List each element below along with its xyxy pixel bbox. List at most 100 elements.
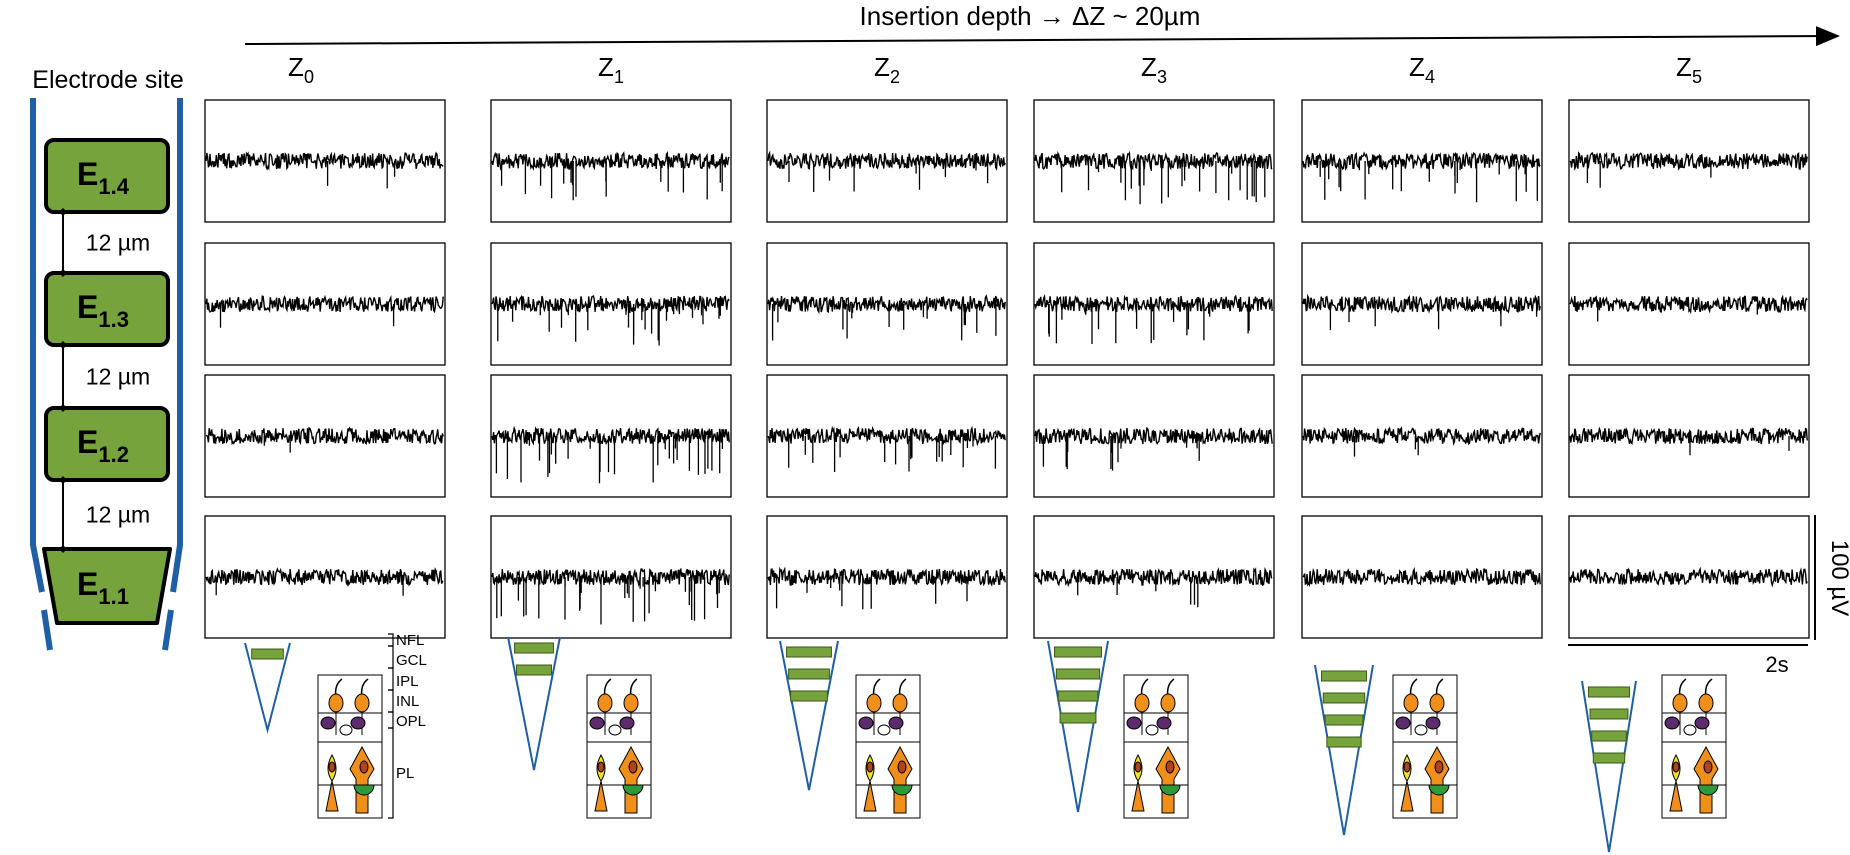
ganglion-cell: [1403, 693, 1419, 713]
trace-grid: [204, 99, 1810, 639]
spike-marks: [496, 577, 720, 625]
spike-marks: [326, 161, 396, 189]
nucleus: [328, 761, 336, 773]
layer-label: INL: [396, 693, 419, 710]
inserted-electrode: [514, 642, 554, 654]
nucleus: [597, 761, 605, 773]
spike-marks: [1586, 161, 1712, 188]
electrode-pad: [44, 271, 170, 347]
shank-left-dash: [41, 609, 53, 651]
layer-bracket: [388, 667, 394, 691]
ganglion-cell: [623, 693, 639, 713]
depth-label: Z4: [1409, 52, 1435, 87]
electrode-label: E1.3: [77, 289, 129, 332]
header-title: Insertion depth → ΔZ ~ 20µm: [860, 1, 1201, 31]
nucleus: [866, 761, 874, 773]
ganglion-cell: [1698, 693, 1714, 713]
amacrine-cell: [1126, 716, 1142, 730]
inserted-electrode: [1326, 736, 1362, 748]
horizontal-cell: [1683, 724, 1697, 736]
depth-label: Z1: [598, 52, 624, 87]
retina-schematic: [1661, 674, 1727, 819]
nucleus: [628, 760, 638, 774]
horizontal-cell: [1145, 724, 1159, 736]
ganglion-cell: [892, 693, 908, 713]
horizontal-cell: [608, 724, 622, 736]
retina-schematic: [317, 674, 383, 819]
noise-trace: [1569, 426, 1808, 446]
noise-trace: [767, 425, 1006, 447]
noise-trace: [491, 425, 730, 446]
shank-left: [30, 98, 45, 593]
electrode-pad: [44, 406, 170, 482]
layer-bracket: [388, 711, 394, 729]
photoreceptor-rod: [1400, 780, 1414, 812]
inserted-probe-tip: [507, 636, 561, 771]
inserted-probe-tip: [1047, 640, 1109, 813]
spike-marks: [1061, 161, 1266, 205]
spike-marks: [1319, 161, 1538, 203]
inserted-electrode: [1059, 712, 1097, 724]
amacrine-cell: [1395, 716, 1411, 730]
depth-label: Z5: [1676, 52, 1702, 87]
inserted-probe-tip: [779, 640, 839, 791]
spike-marks: [1597, 304, 1758, 322]
spike-marks: [788, 161, 989, 192]
inserted-probe-tip: [1581, 680, 1637, 853]
photoreceptor-cone: [1155, 745, 1181, 814]
green-soma: [353, 784, 375, 796]
amacrine-cell: [888, 716, 904, 730]
inserted-electrode: [786, 646, 832, 658]
photoreceptor-rod: [863, 780, 877, 812]
spacing-label: 12 µm: [86, 364, 150, 390]
electrode-label: E1.4: [77, 156, 130, 199]
electrode-pad-tip: [42, 547, 172, 625]
horizontal-cell: [339, 724, 353, 736]
ganglion-cell: [354, 693, 370, 713]
green-soma: [891, 784, 913, 796]
retina-box: [1123, 674, 1189, 819]
inserted-electrode: [1322, 692, 1366, 704]
inserted-electrode: [1592, 752, 1626, 764]
spike-marks: [1077, 577, 1199, 608]
ganglion-cell: [1672, 693, 1688, 713]
ganglion-cell: [1134, 693, 1150, 713]
ganglion-cell: [597, 693, 613, 713]
green-soma: [1697, 784, 1719, 796]
inserted-electrode: [1054, 646, 1102, 658]
amacrine-cell: [858, 716, 874, 730]
photoreceptor-cone: [1424, 745, 1450, 814]
spacing-label: 12 µm: [86, 502, 150, 528]
photoreceptor-cone: [349, 745, 375, 814]
spike-marks: [500, 161, 723, 201]
spike-marks: [1689, 436, 1790, 456]
photoreceptor-cone: [887, 745, 913, 814]
insertion-arrow: [244, 26, 1840, 47]
amacrine-cell: [350, 716, 366, 730]
noise-trace: [491, 151, 730, 171]
photoreceptor-cone: [1693, 745, 1719, 814]
noise-trace: [1569, 294, 1808, 315]
scale-bar: 100 µV 2s: [1568, 515, 1850, 677]
ganglion-cell: [866, 693, 882, 713]
inserted-electrode: [1055, 668, 1101, 680]
depth-label: Z0: [288, 52, 314, 87]
depth-label: Z3: [1141, 52, 1167, 87]
inserted-electrode: [1587, 686, 1631, 698]
spike-marks: [1042, 436, 1200, 471]
retina-box: [586, 674, 652, 819]
shank-right-dash: [162, 609, 174, 651]
layer-label: NFL: [396, 632, 424, 649]
spike-marks: [1329, 304, 1538, 331]
amacrine-cell: [1156, 716, 1172, 730]
spike-marks: [263, 436, 291, 453]
amacrine-cell: [589, 716, 605, 730]
inserted-probe-tip: [244, 642, 291, 734]
noise-trace: [1034, 426, 1273, 446]
noise-trace: [1302, 426, 1541, 447]
time-scale-label: 2s: [1765, 652, 1788, 677]
photoreceptor-rod: [1669, 780, 1683, 812]
noise-trace: [1569, 566, 1808, 588]
amacrine-cell: [1664, 716, 1680, 730]
